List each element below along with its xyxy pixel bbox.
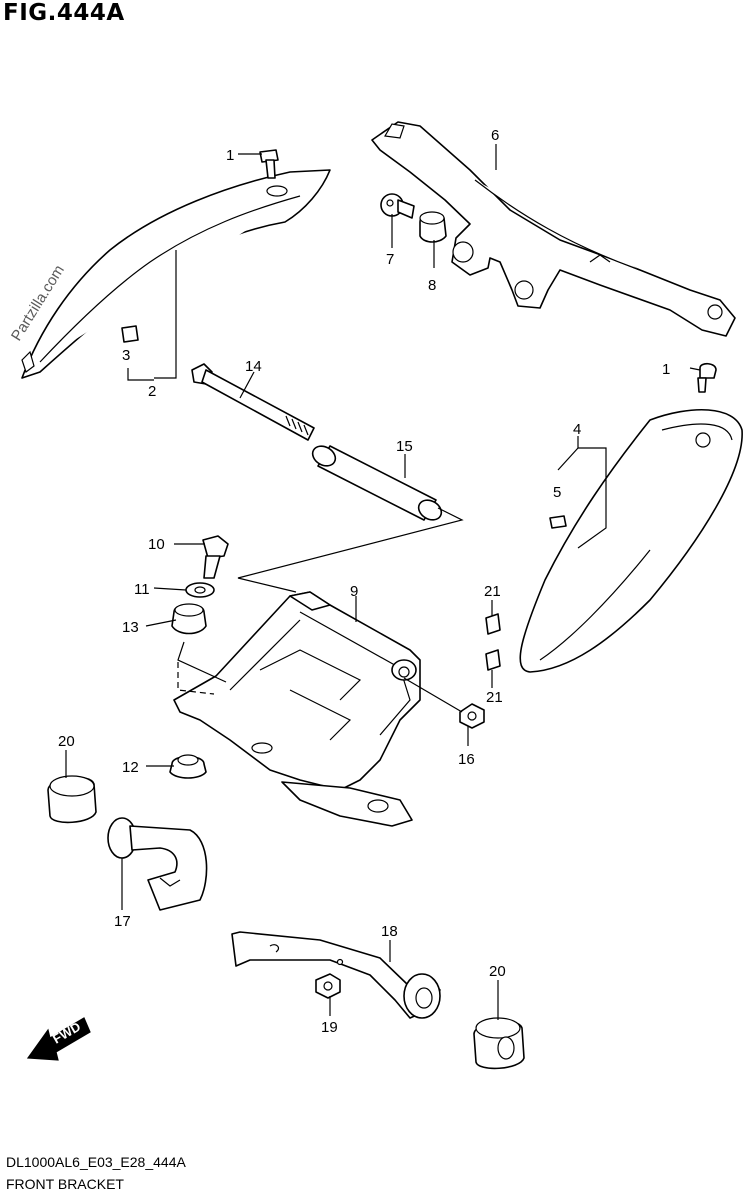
part-13-grommet[interactable] <box>171 603 207 635</box>
callout-10[interactable]: 10 <box>148 536 165 553</box>
callout-3[interactable]: 3 <box>122 347 130 364</box>
part-1-screw-left[interactable] <box>259 149 279 179</box>
callout-11[interactable]: 11 <box>134 581 150 598</box>
callout-21-lower[interactable]: 21 <box>486 689 503 706</box>
part-3-label[interactable] <box>121 325 139 343</box>
part-1-screw-right[interactable] <box>697 362 717 393</box>
callout-20-left[interactable]: 20 <box>58 733 75 750</box>
part-5-label[interactable] <box>549 515 567 529</box>
callout-17[interactable]: 17 <box>114 913 131 930</box>
callout-9[interactable]: 9 <box>350 583 358 600</box>
callout-15[interactable]: 15 <box>396 438 413 455</box>
part-12-grommet[interactable] <box>169 754 207 779</box>
part-6-upper-bracket[interactable] <box>371 121 736 337</box>
part-9-front-bracket[interactable] <box>173 591 421 827</box>
callout-6[interactable]: 6 <box>491 127 499 144</box>
callout-4[interactable]: 4 <box>573 421 581 438</box>
callout-13[interactable]: 13 <box>122 619 139 636</box>
callout-2[interactable]: 2 <box>148 383 156 400</box>
part-16-nut[interactable] <box>459 703 485 729</box>
callout-1-upper[interactable]: 1 <box>226 147 234 164</box>
part-8-collar[interactable] <box>419 211 447 243</box>
section-title: FRONT BRACKET <box>6 1176 124 1192</box>
part-21-clip-upper[interactable] <box>485 613 501 635</box>
part-19-bolt[interactable] <box>315 973 341 999</box>
callout-20-right[interactable]: 20 <box>489 963 506 980</box>
model-code: DL1000AL6_E03_E28_444A <box>6 1154 186 1170</box>
part-14-long-bolt[interactable] <box>191 363 315 441</box>
part-21-clip-lower[interactable] <box>485 649 501 671</box>
callout-8[interactable]: 8 <box>428 277 436 294</box>
leader-lines <box>65 144 701 1020</box>
part-20-cushion-right[interactable] <box>473 1017 525 1070</box>
callout-19[interactable]: 19 <box>321 1019 338 1036</box>
callout-12[interactable]: 12 <box>122 759 139 776</box>
part-17-stay[interactable] <box>107 817 208 911</box>
part-4-right-cover[interactable] <box>519 408 743 673</box>
callout-7[interactable]: 7 <box>386 251 394 268</box>
part-18-stay[interactable] <box>231 931 441 1019</box>
callout-5[interactable]: 5 <box>553 484 561 501</box>
callout-14[interactable]: 14 <box>245 358 262 375</box>
callout-16[interactable]: 16 <box>458 751 475 768</box>
figure-title: FIG.444A <box>3 0 125 26</box>
part-10-bolt[interactable] <box>202 535 229 579</box>
fwd-arrow-icon: FWD <box>26 1017 91 1061</box>
part-2-left-cover[interactable] <box>21 169 331 379</box>
part-11-washer[interactable] <box>185 582 215 598</box>
callout-18[interactable]: 18 <box>381 923 398 940</box>
part-7-bolt[interactable] <box>380 193 415 219</box>
part-20-cushion-left[interactable] <box>47 775 97 824</box>
callout-21-upper[interactable]: 21 <box>484 583 501 600</box>
callout-labels: 1 2 3 6 7 8 14 1 4 5 15 10 11 13 9 21 21… <box>58 127 670 1036</box>
callout-1-right[interactable]: 1 <box>662 361 670 378</box>
part-15-spacer-tube[interactable] <box>309 442 445 524</box>
